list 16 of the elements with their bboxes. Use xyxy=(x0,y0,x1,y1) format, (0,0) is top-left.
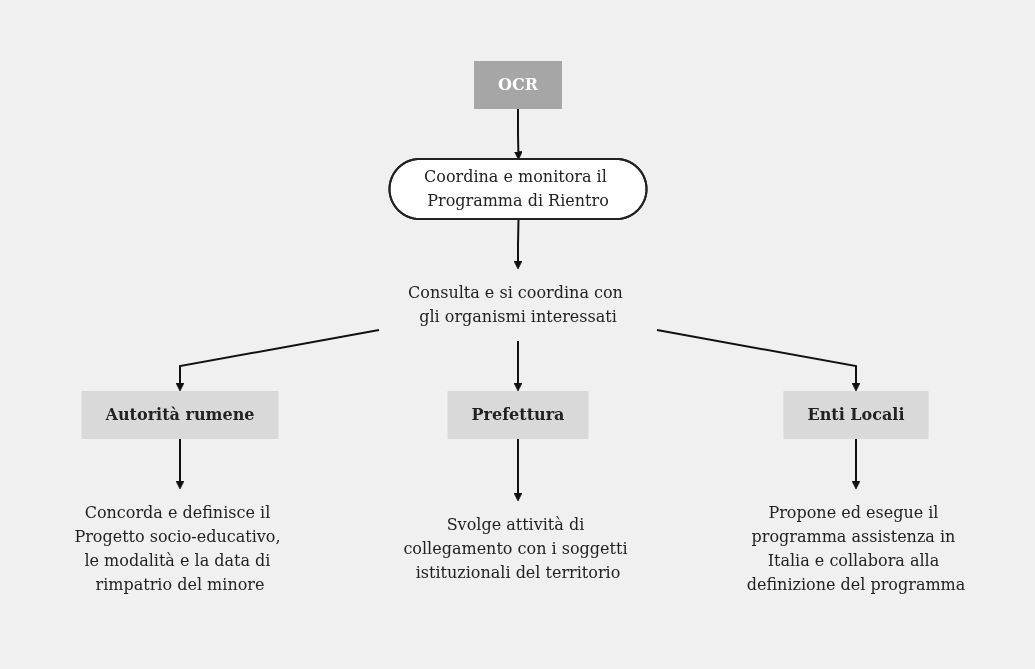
arrow xyxy=(851,437,860,489)
node-box: Autorità rumene xyxy=(81,390,278,439)
arrow xyxy=(513,107,523,160)
arrow xyxy=(513,339,522,391)
node-box: Prefettura xyxy=(447,390,588,439)
node-text: Concorda e definisce il Progetto socio-educativo, le modalità e la data di rimpatrio del minore xyxy=(73,502,281,594)
arrow xyxy=(175,437,184,489)
node-text: Consulta e si coordina con gli organismi interessati xyxy=(407,282,623,326)
node-text: Svolge attività di collegamento con i soggetti istituzionali del territorio xyxy=(402,514,628,582)
arrow xyxy=(513,437,522,501)
node-text: Propone ed esegue il programma assistenza in Italia e collabora alla definizione del programma xyxy=(746,502,965,594)
arrow xyxy=(655,328,860,391)
node-box: OCR xyxy=(473,60,562,109)
arrow xyxy=(175,328,380,391)
node-box: Enti Locali xyxy=(782,390,929,439)
arrow xyxy=(513,218,522,269)
